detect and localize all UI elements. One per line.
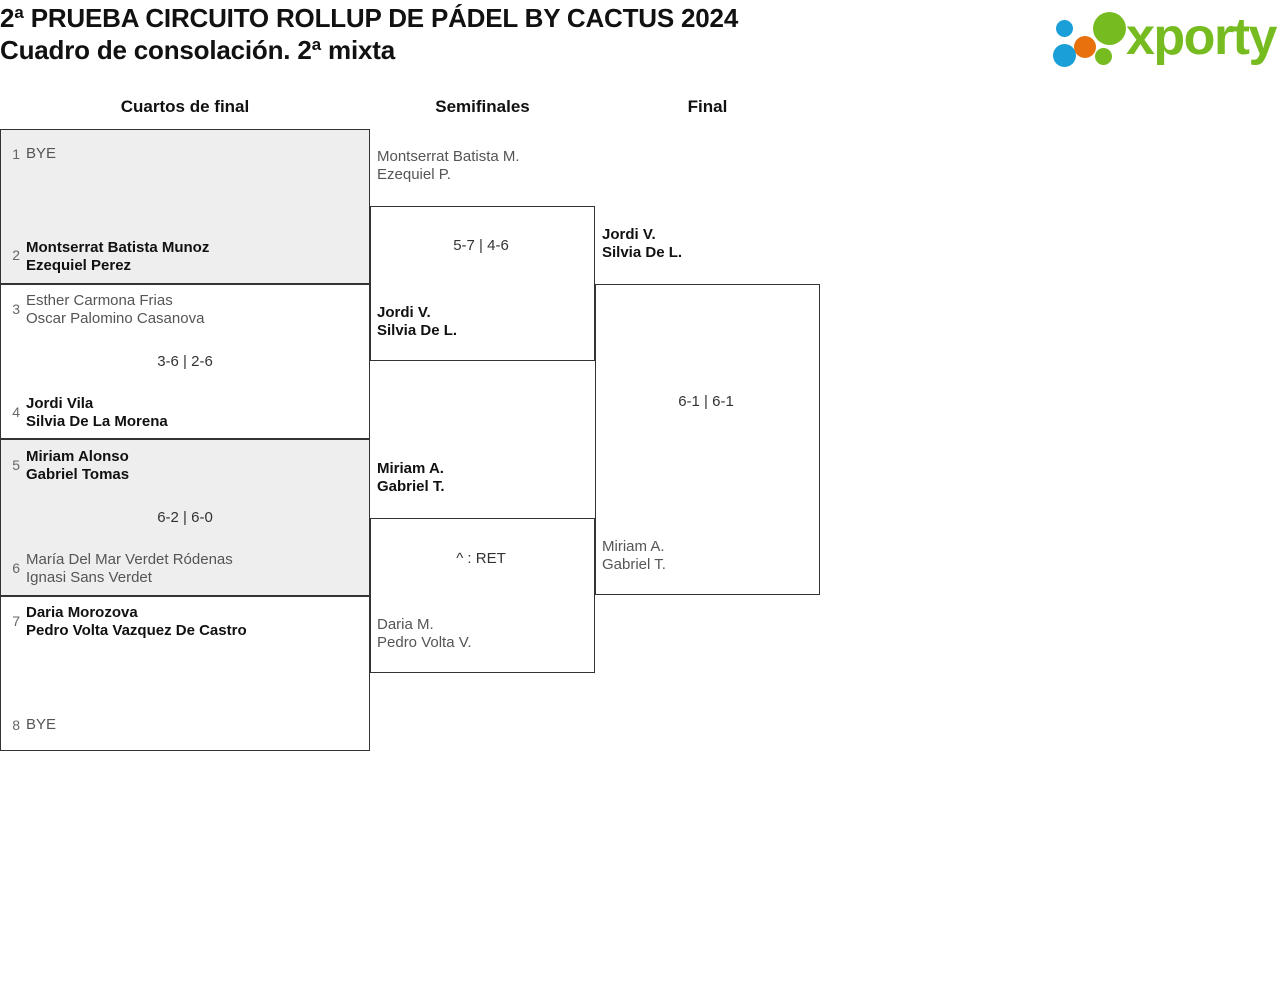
- match-score: 6-2 | 6-0: [157, 509, 213, 526]
- seed-number: 6: [12, 560, 20, 576]
- team-name: Miriam A. Gabriel T.: [377, 460, 445, 495]
- match-box-sf-2[interactable]: [370, 518, 595, 673]
- team-name: María Del Mar Verdet Ródenas Ignasi Sans…: [26, 551, 233, 586]
- team-name: Daria Morozova Pedro Volta Vazquez De Ca…: [26, 604, 247, 639]
- match-box-qf-3[interactable]: [0, 439, 370, 596]
- match-score: 6-1 | 6-1: [678, 393, 734, 410]
- team-name: BYE: [26, 716, 57, 733]
- match-box-sf-1[interactable]: [370, 206, 595, 361]
- logo-dot-orange-icon: [1074, 36, 1096, 58]
- xporty-logo[interactable]: xporty: [1046, 6, 1277, 68]
- team-name: Miriam Alonso Gabriel Tomas: [26, 448, 130, 483]
- tournament-subtitle: Cuadro de consolación. 2ª mixta: [0, 35, 395, 65]
- logo-dots-icon: [1052, 10, 1130, 67]
- team-name: Miriam A. Gabriel T.: [602, 538, 666, 573]
- logo-dot-green-small-icon: [1095, 48, 1112, 65]
- logo-dot-green-large-icon: [1093, 12, 1126, 45]
- page-header: 2ª PRUEBA CIRCUITO ROLLUP DE PÁDEL BY CA…: [0, 0, 1280, 86]
- team-name: BYE: [26, 145, 57, 162]
- round-header-final: Final: [687, 97, 728, 116]
- tournament-title: 2ª PRUEBA CIRCUITO ROLLUP DE PÁDEL BY CA…: [0, 3, 739, 33]
- team-name: Esther Carmona Frias Oscar Palomino Casa…: [26, 292, 205, 327]
- logo-dot-blue-small-icon: [1056, 20, 1073, 37]
- match-box-qf-2[interactable]: [0, 284, 370, 439]
- seed-number: 5: [12, 457, 20, 473]
- match-score: ^ : RET: [456, 550, 506, 567]
- match-box-final[interactable]: [595, 284, 820, 595]
- team-name: Jordi Vila Silvia De La Morena: [26, 395, 168, 430]
- match-box-qf-4[interactable]: [0, 596, 370, 751]
- logo-wordmark: xporty: [1126, 8, 1277, 66]
- seed-number: 2: [12, 247, 20, 263]
- round-header-semifinals: Semifinales: [435, 97, 530, 116]
- seed-number: 3: [12, 301, 20, 317]
- seed-number: 1: [12, 146, 20, 162]
- seed-number: 8: [12, 717, 20, 733]
- match-score: 3-6 | 2-6: [157, 353, 213, 370]
- team-name: Montserrat Batista Munoz Ezequiel Perez: [26, 239, 210, 274]
- logo-dot-blue-large-icon: [1053, 44, 1076, 67]
- team-name: Jordi V. Silvia De L.: [602, 226, 683, 261]
- team-name: Jordi V. Silvia De L.: [377, 304, 458, 339]
- round-header-quarterfinals: Cuartos de final: [120, 97, 250, 116]
- match-box-qf-1[interactable]: [0, 129, 370, 284]
- seed-number: 7: [12, 613, 20, 629]
- team-name: Daria M. Pedro Volta V.: [377, 616, 472, 651]
- team-name: Montserrat Batista M. Ezequiel P.: [377, 148, 520, 183]
- match-score: 5-7 | 4-6: [453, 237, 509, 254]
- page-title: 2ª PRUEBA CIRCUITO ROLLUP DE PÁDEL BY CA…: [0, 2, 1000, 66]
- seed-number: 4: [12, 404, 20, 420]
